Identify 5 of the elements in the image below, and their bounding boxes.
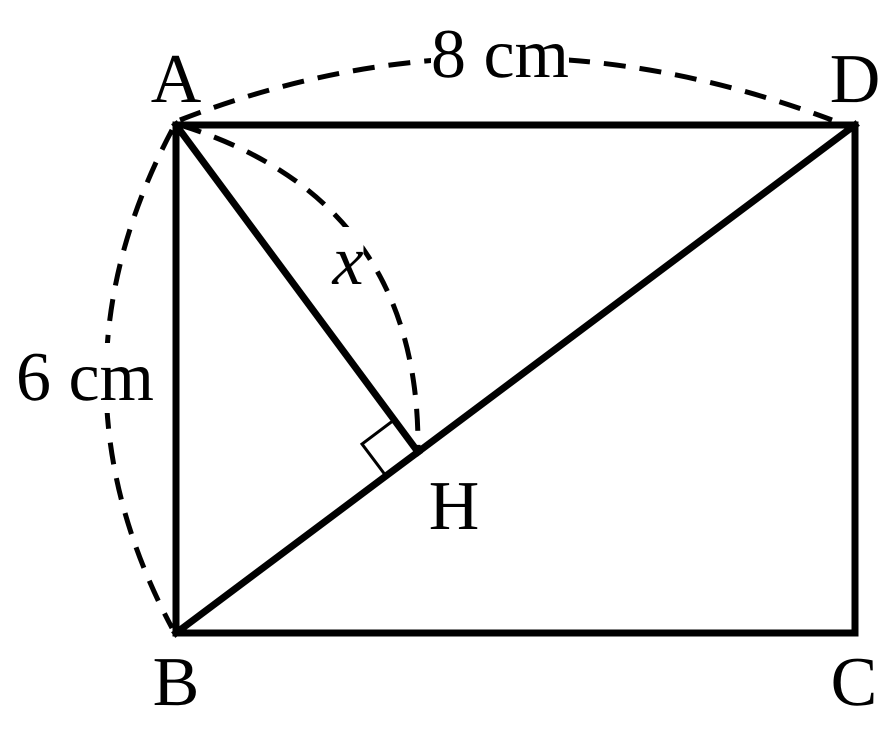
point-label: A [140,45,212,125]
point-label: D [819,45,889,125]
point-label: C [819,633,889,718]
point-label: H [418,452,490,542]
point-label: B [140,633,212,718]
